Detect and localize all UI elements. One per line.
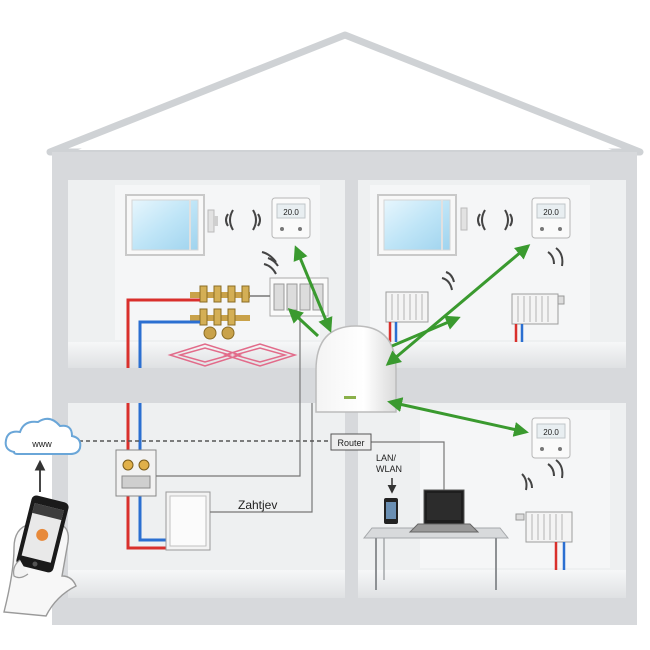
- hot-pipe-ul: [126, 298, 200, 368]
- boiler-icon: [165, 491, 211, 551]
- floor-lower-left: [68, 570, 345, 598]
- smartphone-icon: [16, 495, 69, 573]
- thermostat-icon: 20.0: [271, 197, 311, 239]
- control-module-strip: [269, 277, 329, 317]
- router-icon: Router: [330, 433, 372, 451]
- cloud-icon: www: [4, 417, 82, 455]
- wireless-links: [287, 244, 531, 437]
- pump-group: [115, 449, 157, 497]
- upper-left-window: [125, 194, 205, 256]
- radiator-icon: [515, 511, 573, 570]
- cloud-label: www: [31, 439, 52, 449]
- thermostat-icon: 20.0: [531, 197, 571, 239]
- upper-right-window: [377, 194, 457, 256]
- cold-pipe-ul: [138, 320, 200, 368]
- central-hub: [315, 325, 397, 413]
- link-hub-thermostat-ur: [385, 244, 531, 366]
- heating-manifold: [190, 285, 250, 340]
- window-sensor-icon: [207, 209, 218, 233]
- lan-label-line2: WLAN: [376, 464, 402, 474]
- link-hub-radiator-ur: [391, 315, 461, 348]
- lan-cable: [345, 441, 445, 490]
- cold-pipe-ll: [138, 403, 178, 542]
- thermostat-display: 20.0: [283, 208, 299, 217]
- wireless-wave-icon: [225, 209, 261, 231]
- smartphone-icon: [384, 498, 398, 524]
- hand-smartphone: [3, 495, 77, 617]
- underfloor-heating-loops: [167, 343, 298, 367]
- demand-cable: [210, 403, 313, 513]
- floor-upper-left: [68, 342, 345, 368]
- roof-inner: [78, 47, 612, 150]
- laptop-icon: [408, 489, 480, 533]
- wireless-wave-icon: [547, 247, 564, 267]
- link-hub-thermostat-lr: [387, 397, 529, 437]
- link-hub-manifold: [287, 307, 320, 338]
- window-sensor-icon: [460, 207, 468, 231]
- manifold-control-cable: [156, 316, 301, 477]
- thermostat-display: 20.0: [543, 428, 559, 437]
- wireless-wave-icon: [547, 459, 564, 479]
- router-label: Router: [337, 438, 364, 448]
- thermostat-icon: 20.0: [531, 417, 571, 459]
- thermostat-display: 20.0: [543, 208, 559, 217]
- wireless-wave-icon: [261, 251, 279, 275]
- link-hub-thermostat-ul: [293, 245, 333, 333]
- wireless-wave-icon: [477, 209, 513, 231]
- wireless-wave-icon: [521, 473, 533, 491]
- floor-lower-right: [358, 570, 626, 598]
- lan-label-line1: LAN/: [376, 453, 397, 463]
- demand-label: Zahtjev: [238, 498, 277, 512]
- wall-highlight-lr: [420, 410, 610, 568]
